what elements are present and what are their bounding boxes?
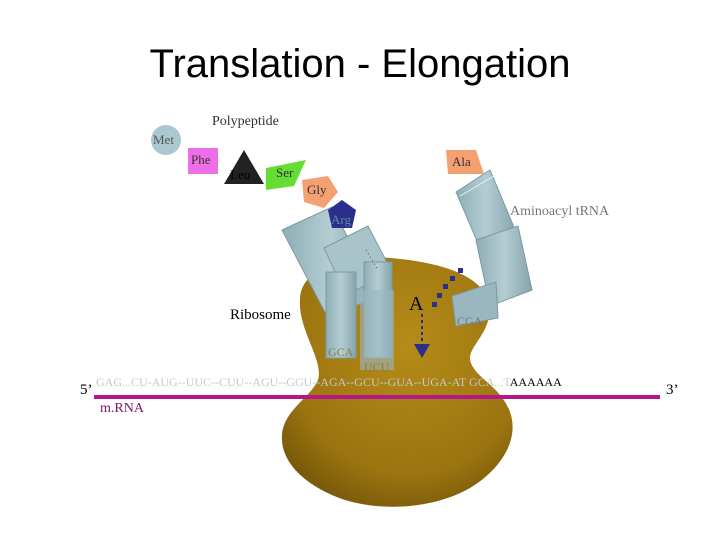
- ala-residue: [446, 150, 484, 174]
- slide-title: Translation - Elongation: [149, 42, 571, 86]
- mrna-sequence-dark: AAAAAA: [509, 375, 562, 389]
- phe-residue: [188, 148, 218, 174]
- three-prime-label: 3’: [666, 382, 679, 398]
- arg-label: Arg: [331, 212, 351, 227]
- met-label: Met: [153, 132, 174, 147]
- leu-residue: [224, 150, 264, 184]
- entry-arrow-head: [414, 344, 430, 358]
- arg-residue: [328, 200, 356, 228]
- met-residue: [151, 125, 181, 155]
- a-site-label: A: [409, 293, 424, 315]
- mrna-label: m.RNA: [100, 401, 144, 416]
- anticodon-gca: GCA: [328, 345, 354, 359]
- mrna-sequence: GAG...CU-AUG--UUC--CUU--AGU--GGU--AGA--G…: [96, 375, 562, 390]
- entry-path-dots: [432, 268, 463, 307]
- phe-label: Phe: [191, 152, 211, 167]
- aminoacyl-trna-label: Aminoacyl tRNA: [510, 204, 610, 219]
- anticodon-cga: CGA: [457, 314, 483, 328]
- five-prime-label: 5’: [80, 382, 93, 398]
- mrna-sequence-light: GAG...CU-AUG--UUC--CUU--AGU--GGU--AGA--G…: [96, 375, 510, 389]
- gly-residue: [302, 176, 338, 208]
- peptidyl-trna: [281, 206, 394, 370]
- aminoacyl-trna: [451, 169, 533, 327]
- ser-residue: [266, 160, 306, 190]
- anticodon-ucu: UCU: [364, 360, 390, 374]
- ser-label: Ser: [276, 165, 294, 180]
- leu-label: Leu: [230, 167, 251, 182]
- polypeptide-label: Polypeptide: [212, 114, 279, 129]
- ribosome-label: Ribosome: [230, 307, 291, 323]
- ala-label: Ala: [452, 154, 471, 169]
- gly-label: Gly: [307, 182, 327, 197]
